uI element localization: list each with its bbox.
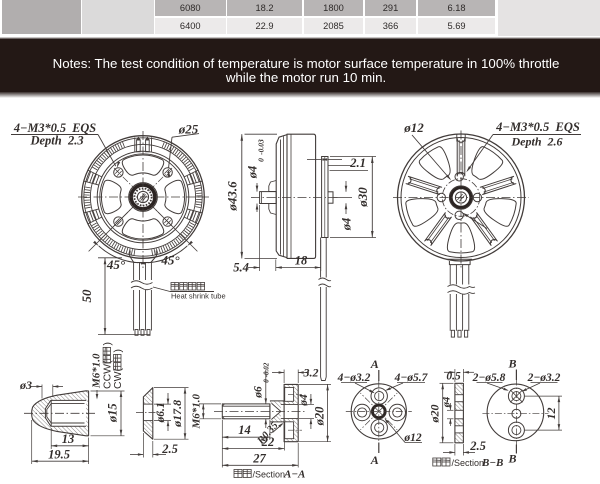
svg-text:M6*1.0: M6*1.0 <box>91 353 103 389</box>
svg-text:-0.02: -0.02 <box>263 362 271 377</box>
svg-text:ø4: ø4 <box>246 166 260 180</box>
svg-text:4−ø3.2: 4−ø3.2 <box>337 372 371 384</box>
svg-text:2.5: 2.5 <box>161 442 178 456</box>
svg-text:4−M3*0.5 EQS: 4−M3*0.5 EQS <box>13 121 96 135</box>
svg-text:A−A: A−A <box>283 469 305 481</box>
svg-text:27: 27 <box>252 452 266 466</box>
svg-text:Depth 2.3: Depth 2.3 <box>29 134 83 148</box>
svg-text:/Section: /Section <box>253 470 286 480</box>
svg-text:13: 13 <box>62 432 75 446</box>
svg-text:ø25: ø25 <box>178 122 199 137</box>
svg-text:4−ø5.7: 4−ø5.7 <box>394 372 429 384</box>
svg-text:0.5: 0.5 <box>446 371 461 383</box>
svg-text:): ) <box>102 342 114 346</box>
svg-text:CCW(: CCW( <box>102 360 114 389</box>
svg-text:14: 14 <box>238 423 251 437</box>
svg-text:ø4: ø4 <box>442 397 453 409</box>
svg-text:2−ø5.8: 2−ø5.8 <box>472 372 506 384</box>
svg-text:ø17.8: ø17.8 <box>170 400 184 428</box>
svg-text:B: B <box>507 452 516 466</box>
svg-text:B: B <box>507 357 516 371</box>
svg-text:45°: 45° <box>106 257 126 272</box>
svg-text:2.5: 2.5 <box>469 439 486 453</box>
svg-text:ø20: ø20 <box>313 406 327 427</box>
svg-text:5.4: 5.4 <box>233 261 249 275</box>
svg-text:18: 18 <box>295 254 308 268</box>
svg-text:0: 0 <box>257 158 266 162</box>
svg-text:22: 22 <box>261 435 275 449</box>
svg-text:CW(: CW( <box>112 368 124 389</box>
svg-text:3.2: 3.2 <box>303 366 319 380</box>
svg-text:ø6: ø6 <box>253 386 265 399</box>
svg-text:0: 0 <box>263 379 271 383</box>
svg-text:B−B: B−B <box>481 457 503 469</box>
svg-text:2.1: 2.1 <box>349 156 366 170</box>
svg-text:-0.03: -0.03 <box>257 139 266 155</box>
svg-text:/Section: /Section <box>452 458 485 468</box>
svg-text:ø3: ø3 <box>19 378 32 392</box>
svg-text:Depth 2.6: Depth 2.6 <box>511 135 563 149</box>
svg-text:12: 12 <box>544 408 558 420</box>
svg-text:ø6.1: ø6.1 <box>155 402 167 423</box>
svg-text:A: A <box>370 357 379 371</box>
svg-text:2−ø3.2: 2−ø3.2 <box>527 372 561 384</box>
svg-text:ø20: ø20 <box>428 405 442 424</box>
svg-text:ø30: ø30 <box>355 187 370 208</box>
svg-text:ø43.6: ø43.6 <box>225 181 240 212</box>
svg-text:50: 50 <box>79 289 94 303</box>
svg-text:ø12: ø12 <box>403 432 422 444</box>
svg-text:45°: 45° <box>160 253 180 268</box>
svg-text:A: A <box>370 453 379 467</box>
svg-text:Heat shrink tube: Heat shrink tube <box>171 292 226 301</box>
svg-text:ø12: ø12 <box>403 120 424 135</box>
svg-text:M6*1.0: M6*1.0 <box>191 394 203 430</box>
svg-text:ø4: ø4 <box>340 218 354 232</box>
svg-text:ø15: ø15 <box>106 403 120 423</box>
svg-text:): ) <box>112 349 124 353</box>
svg-text:ø4: ø4 <box>298 394 310 407</box>
svg-text:4−M3*0.5 EQS: 4−M3*0.5 EQS <box>495 120 580 134</box>
svg-text:19.5: 19.5 <box>48 448 70 462</box>
